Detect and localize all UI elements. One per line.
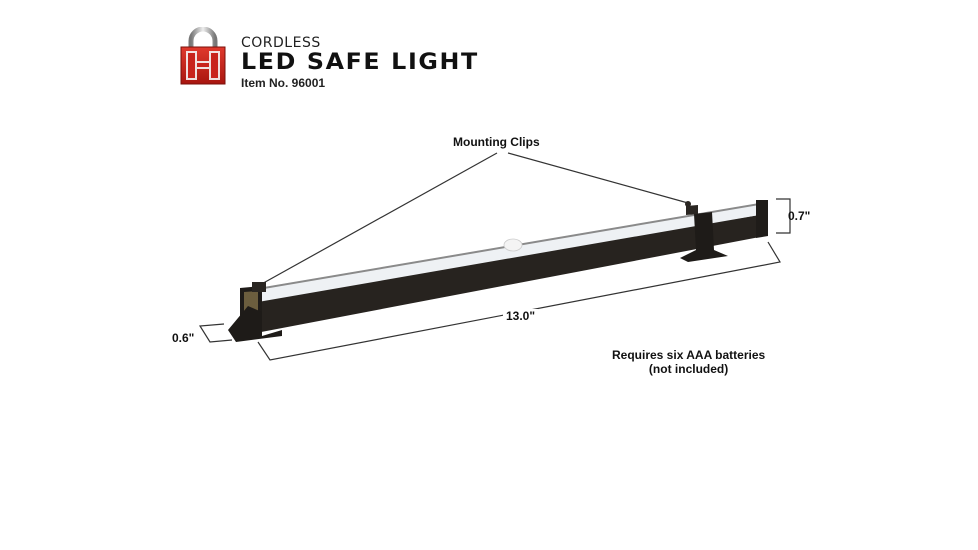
length-dimension-label: 13.0" [503,309,539,323]
battery-note-line1: Requires six AAA batteries [612,348,766,362]
product-title: LED SAFE LIGHT [241,50,479,75]
battery-note: Requires six AAA batteries (not included… [612,348,765,376]
battery-note-line2: (not included) [648,362,729,376]
product-title-block: CORDLESS LED SAFE LIGHT Item No. 96001 [241,35,477,91]
depth-dimension-label: 0.6" [172,331,195,345]
product-subtitle: CORDLESS [241,35,321,51]
mounting-clips-leader-lines [257,152,689,287]
depth-dimension-bracket [198,323,233,343]
led-light-bar [228,200,768,342]
brand-logo [180,26,226,85]
mounting-clips-label: Mounting Clips [453,135,540,149]
height-dimension-bracket [776,198,791,234]
hornady-lock-icon [180,26,226,85]
height-dimension-label: 0.7" [788,209,811,223]
item-number: Item No. 96001 [241,76,326,90]
